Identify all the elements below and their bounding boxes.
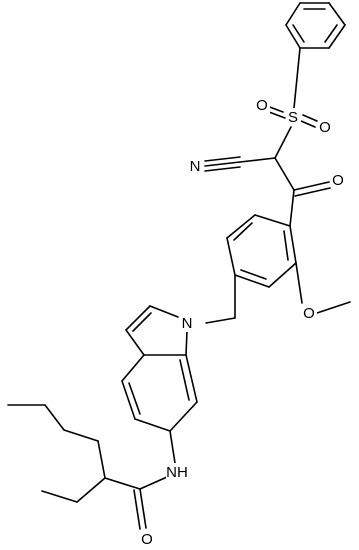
methoxy-bonds [295,262,351,314]
butyl-chain [7,404,106,479]
ketone-oxygen: O [332,172,344,189]
phenyl-sulfur-bond [293,47,301,109]
indole-nitrogen: N [182,315,193,332]
sulfur-ch-bond [274,126,292,159]
nitrile-nitrogen: N [190,158,201,175]
amide-oxygen: O [141,531,153,548]
ketone-bonds [293,181,331,197]
sulfonyl-oxygen-left: O [256,97,268,114]
nitrile-bonds [204,156,276,172]
ch-carbonyl-bond [274,157,295,191]
pyrrole-ring [125,305,188,356]
ethyl-chain [41,477,106,503]
methylene-linker [205,274,236,324]
sulfonyl-oxygen-right: O [319,119,331,136]
central-benzene-ring [226,214,297,288]
amide-bonds [104,476,168,530]
indole-amide-bond [169,430,176,464]
atom-labels: S O O N O O N NH O [140,96,346,548]
amide-nh: NH [166,464,188,481]
indole-benzene-ring [121,354,198,432]
sulfur-atom: S [288,109,298,126]
carbonyl-aryl-bond [289,189,295,227]
methoxy-oxygen: O [303,305,315,322]
phenyl-ring [285,2,346,49]
